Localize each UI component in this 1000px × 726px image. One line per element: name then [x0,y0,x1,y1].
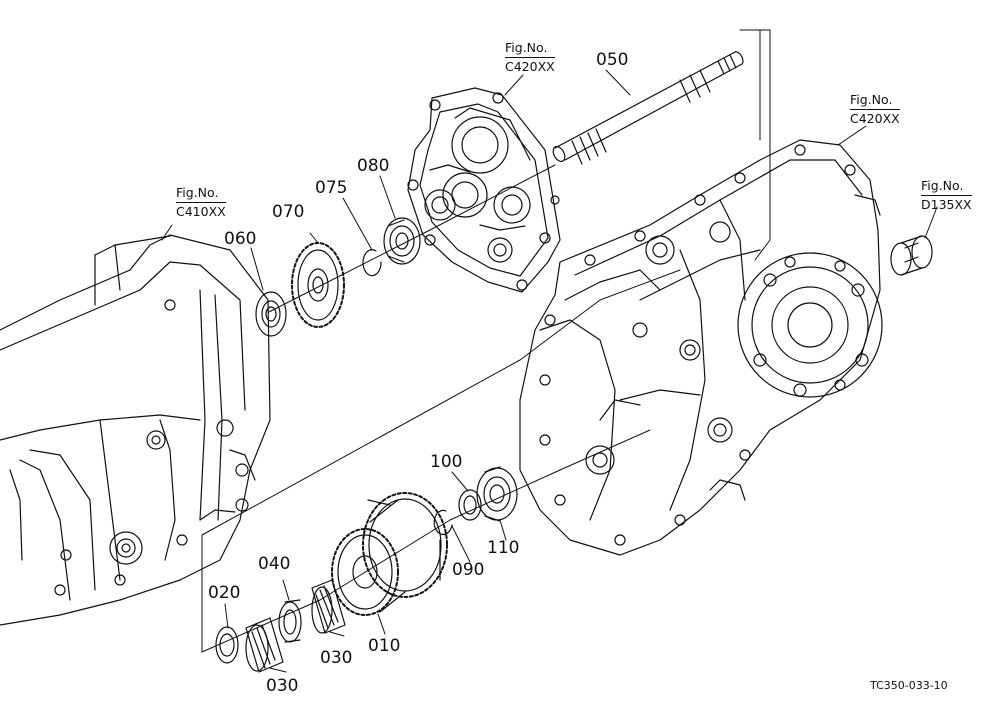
fig-ref-c410xx: Fig.No. C410XX [176,185,226,221]
part-label-030-lower: 030 [266,676,299,696]
part-label-050: 050 [596,50,629,70]
part-label-040: 040 [258,554,291,574]
needle-bearing-030-upper-drawing [311,579,346,634]
fig-ref-number: C420XX [505,56,555,74]
left-housing-drawing [0,234,271,626]
fig-ref-number: C420XX [850,108,900,126]
fig-heading: Fig.No. [176,185,219,200]
gear-070-drawing [291,242,345,328]
bearing-060-drawing [255,291,287,337]
part-label-090: 090 [452,560,485,580]
part-label-075: 075 [315,178,348,198]
collar-100-drawing [458,489,482,521]
needle-bearing-030-lower-drawing [245,617,284,673]
shaft-050-drawing [552,51,744,165]
gear-010-drawing [331,492,448,616]
fig-ref-number: D135XX [921,194,972,212]
part-label-080: 080 [357,156,390,176]
part-label-010: 010 [368,636,401,656]
part-label-060: 060 [224,229,257,249]
fig-ref-d135xx: Fig.No. D135XX [921,178,972,214]
fig-ref-c420xx-case: Fig.No. C420XX [850,92,900,128]
bearing-080-drawing [383,217,421,265]
part-label-020: 020 [208,583,241,603]
drawing-code: TC350-033-10 [870,679,948,692]
part-label-100: 100 [430,452,463,472]
ring-020-drawing [215,626,239,664]
fig-heading: Fig.No. [850,92,893,107]
fig-heading: Fig.No. [505,40,548,55]
bushing-d135-drawing [890,235,933,276]
cover-plate-drawing [407,87,561,293]
part-label-110: 110 [487,538,520,558]
assembly-lines [161,29,938,673]
bearing-110-drawing [476,466,518,522]
part-label-030-upper: 030 [320,648,353,668]
fig-heading: Fig.No. [921,178,964,193]
collar-040-drawing [278,599,302,643]
right-case-drawing [519,139,883,556]
part-label-070: 070 [272,202,305,222]
fig-ref-c420xx-cover: Fig.No. C420XX [505,40,555,76]
snap-ring-090-drawing [433,509,453,535]
fig-ref-number: C410XX [176,201,226,219]
snap-ring-075-drawing [362,249,382,277]
